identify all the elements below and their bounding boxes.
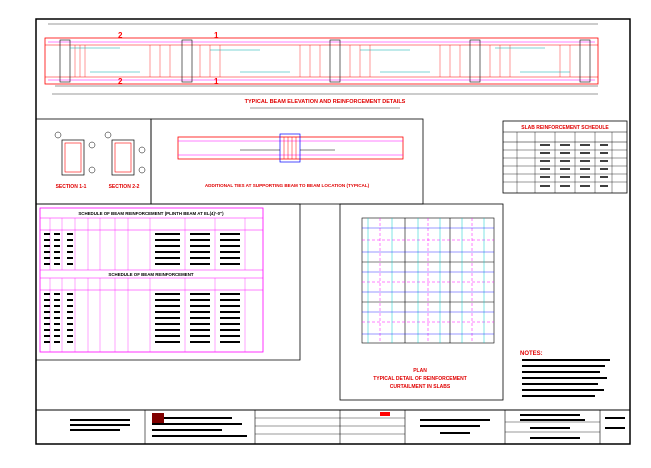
beam-elevation: 2 1 2 1 [44,23,599,95]
section-details [54,131,146,176]
svg-text:2: 2 [118,77,123,86]
ties-title: ADDITIONAL TIES AT SUPPORTING BEAM TO BE… [205,183,370,188]
slab-schedule [502,120,628,194]
notes-title: NOTES: [520,351,543,357]
beam-schedule [36,203,301,361]
section-1-label: SECTION 1-1 [56,184,87,190]
ties-detail [177,133,404,163]
notes-lines [522,359,610,397]
plan-title-1: PLAN [413,368,427,374]
title-block [35,409,631,445]
svg-text:1: 1 [214,31,219,40]
beam-schedule-title-2: SCHEDULE OF BEAM REINFORCEMENT [108,272,193,277]
slab-schedule-title: SLAB REINFORCEMENT SCHEDULE [521,125,609,131]
plan-title-2: TYPICAL DETAIL OF REINFORCEMENT [373,376,467,382]
plan-title-3: CURTAILMENT IN SLABS [390,384,451,390]
beam-schedule-title-1: SCHEDULE OF BEAM REINFORCEMENT (PLINTH B… [78,211,224,216]
slab-plan [339,203,504,401]
beam-elevation-title: TYPICAL BEAM ELEVATION AND REINFORCEMENT… [245,99,406,105]
svg-text:2: 2 [118,31,123,40]
svg-text:1: 1 [214,77,219,86]
section-2-label: SECTION 2-2 [109,184,140,190]
sheet-border [35,18,631,445]
